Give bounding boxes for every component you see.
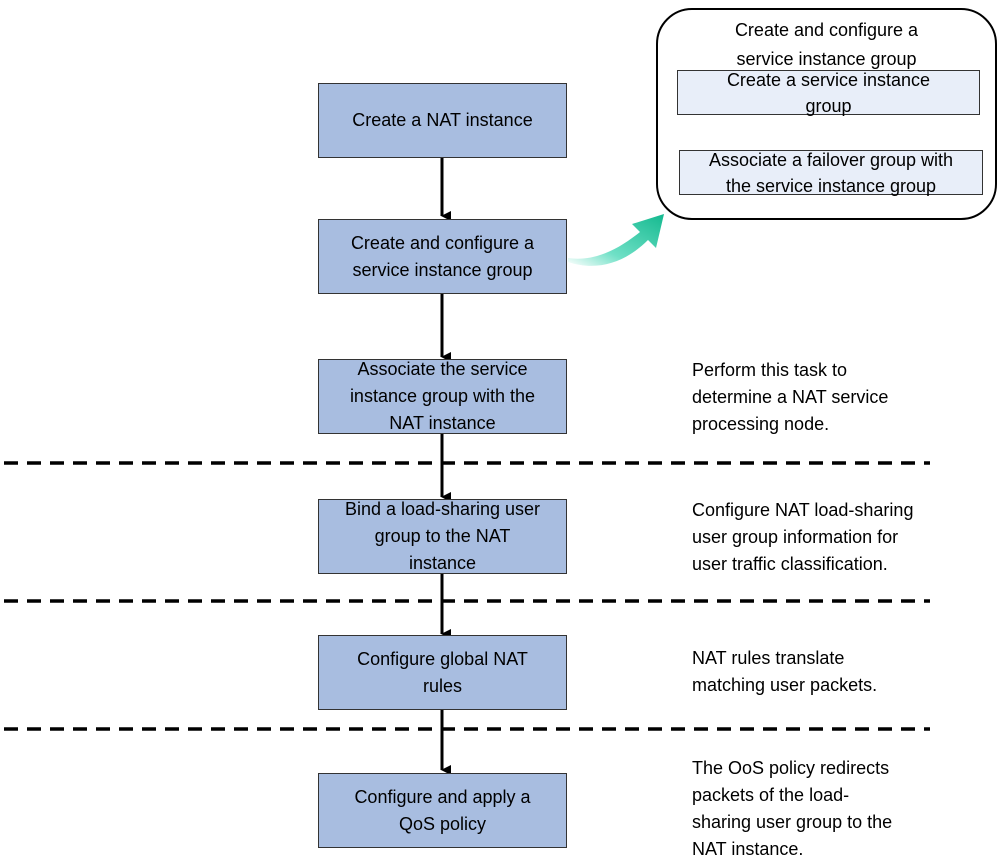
- callout-arrow: [568, 214, 664, 266]
- step-create-service-instance-group: Create and configure a service instance …: [318, 219, 567, 294]
- callout-title: Create and configure a service instance …: [734, 20, 919, 69]
- note-nat-rules: NAT rules translate matching user packet…: [692, 648, 878, 695]
- step-create-nat-instance: Create a NAT instance: [318, 83, 567, 158]
- step-bind-load-sharing-user-group: Bind a load-sharing user group to the NA…: [318, 499, 567, 574]
- step-configure-apply-qos-policy: Configure and apply a QoS policy: [318, 773, 567, 848]
- step-associate-service-instance-group: Associate the service instance group wit…: [318, 359, 567, 434]
- step-configure-global-nat-rules: Configure global NAT rules: [318, 635, 567, 710]
- note-load-sharing-user-group: Configure NAT load-sharing user group in…: [692, 500, 914, 574]
- substep-create-service-instance-group: Create a service instance group: [677, 70, 980, 116]
- note-nat-processing-node: Perform this task to determine a NAT ser…: [692, 360, 889, 434]
- callout-service-instance-group-detail: Create and configure a service instance …: [656, 8, 997, 220]
- substep-associate-failover-group: Associate a failover group with the serv…: [679, 150, 983, 196]
- note-qos-policy: The OoS policy redirects packets of the …: [692, 758, 893, 859]
